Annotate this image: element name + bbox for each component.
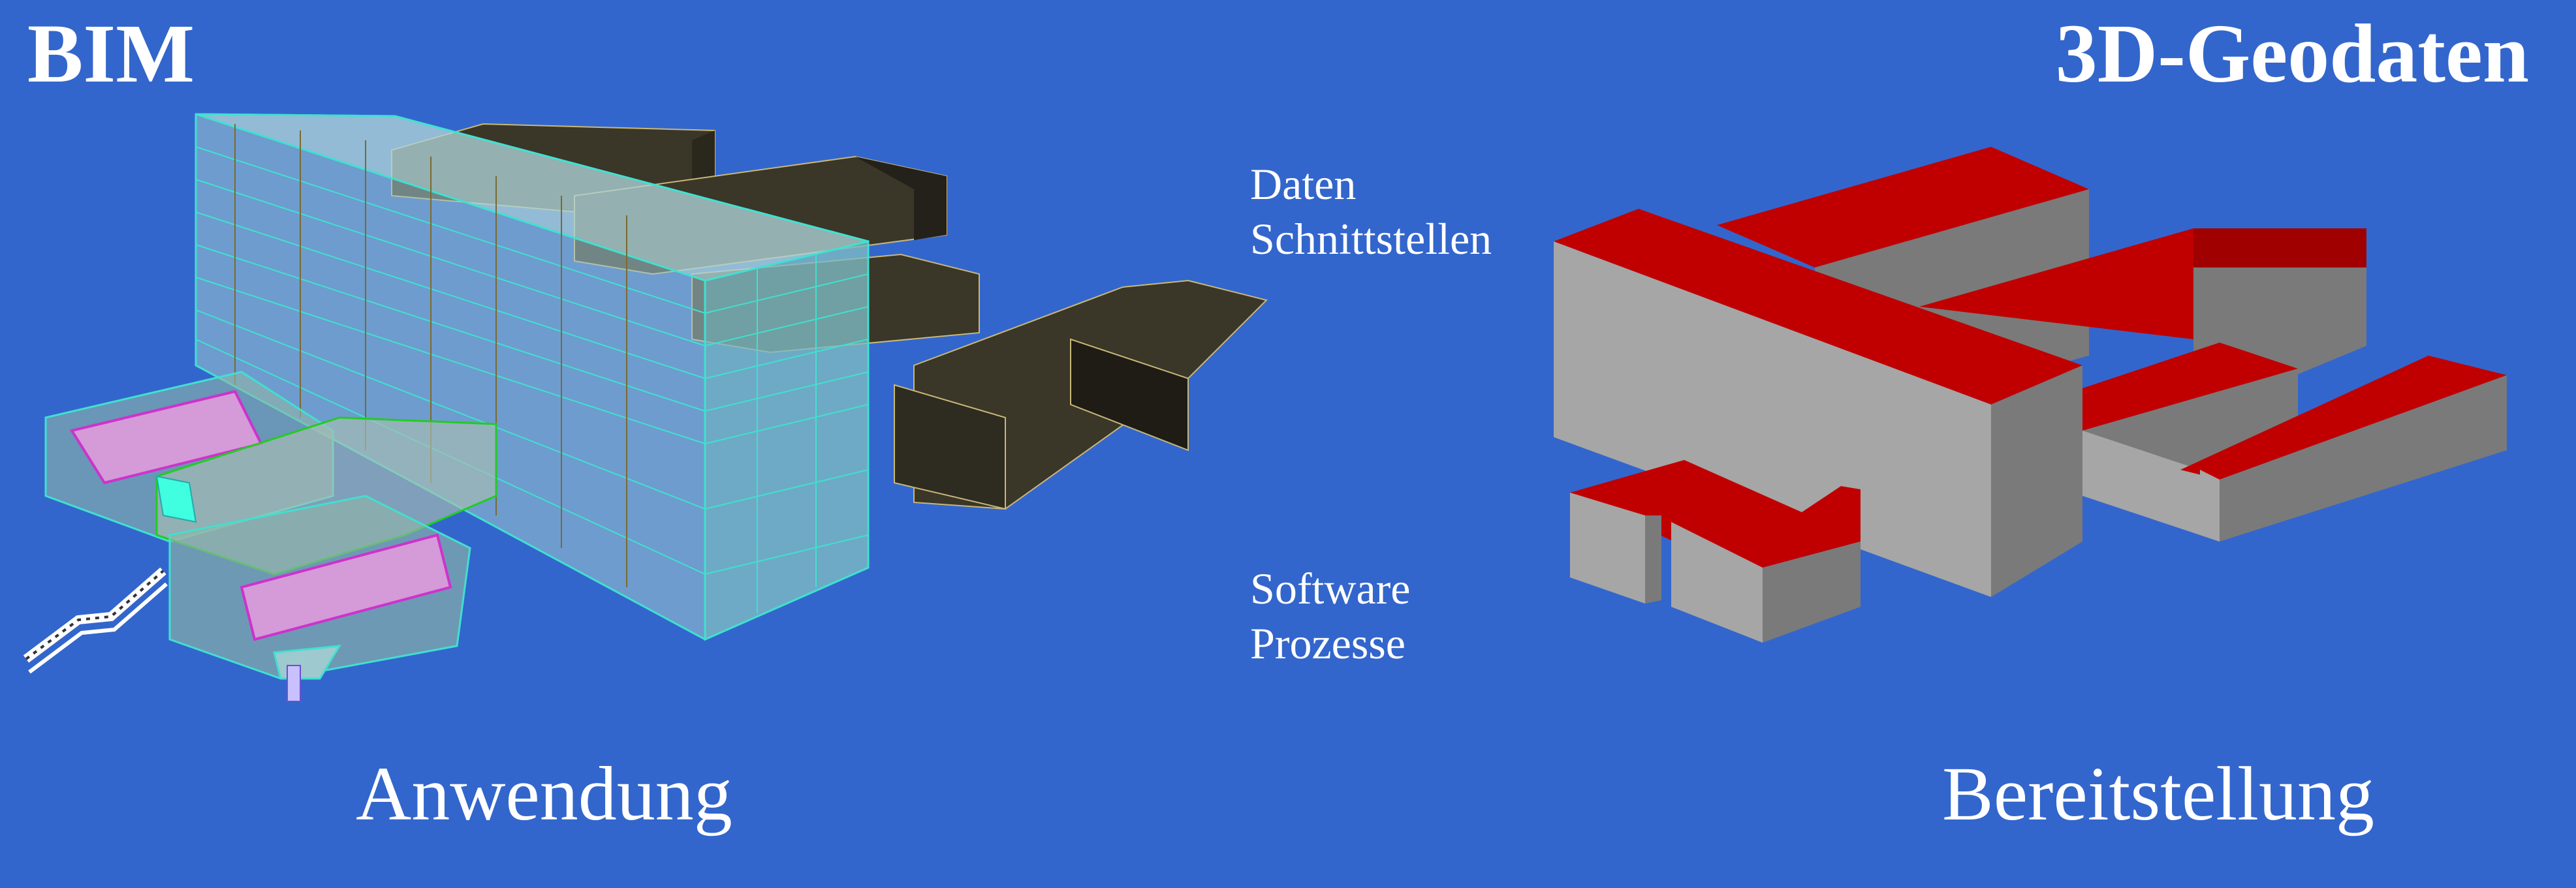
- processes-label: Software Prozesse: [1250, 561, 1410, 671]
- bim-title: BIM: [27, 7, 195, 100]
- interfaces-label-line-2: Schnittstellen: [1250, 214, 1492, 264]
- processes-label-line-2: Prozesse: [1250, 619, 1406, 669]
- geodata-title: 3D-Geodaten: [2055, 7, 2529, 100]
- interfaces-label: Daten Schnittstellen: [1250, 157, 1492, 267]
- geo-right-wings: [2082, 343, 2507, 542]
- bim-annex: [44, 371, 497, 702]
- geo-main-block: [1554, 209, 2082, 597]
- interfaces-label-line-1: Daten: [1250, 159, 1357, 209]
- geo-front-blocks: [1570, 460, 1861, 643]
- bim-main-glass-block: [195, 113, 870, 641]
- processes-label-line-1: Software: [1250, 564, 1411, 613]
- provision-label: Bereitstellung: [1942, 751, 2374, 836]
- application-label: Anwendung: [356, 751, 732, 836]
- bim-staircase: [23, 567, 168, 674]
